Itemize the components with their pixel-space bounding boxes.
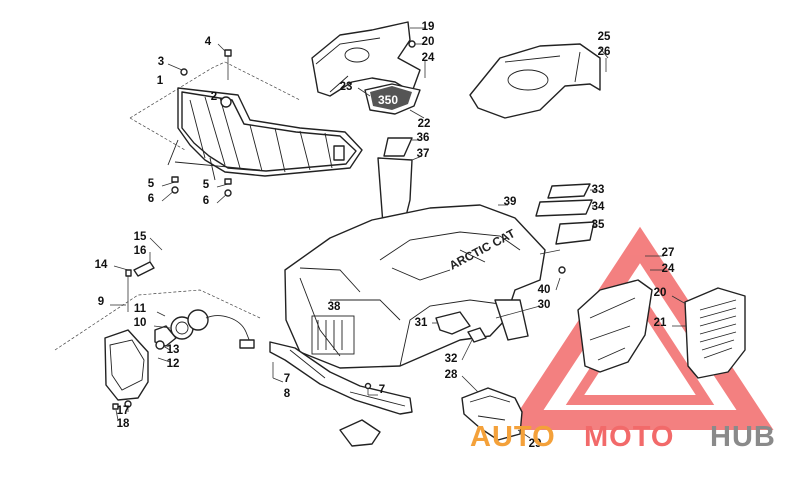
part-label: 9 — [98, 296, 104, 308]
part-label: 15 — [134, 231, 147, 243]
decal-350: 350 — [364, 83, 421, 115]
watermark-part1: AUTO — [470, 421, 556, 453]
part-label: 33 — [592, 184, 605, 196]
decal-text: 350 — [378, 93, 398, 107]
part-label: 25 — [598, 31, 611, 43]
part-label: 20 — [422, 36, 435, 48]
part-label: 24 — [422, 52, 435, 64]
part-label: 22 — [418, 118, 431, 130]
part-label: 39 — [504, 196, 517, 208]
part-label: 37 — [417, 148, 430, 160]
headlight-assembly — [54, 289, 261, 401]
watermark-part2: MOTO — [584, 421, 674, 453]
part-label: 2 — [211, 91, 217, 103]
part-label: 24 — [662, 263, 675, 275]
rack-assembly — [129, 61, 363, 181]
part-label: 30 — [538, 299, 551, 311]
front-hood-part: ARCTIC CAT — [284, 204, 546, 369]
part-label: 23 — [340, 81, 353, 93]
part-label: 35 — [592, 219, 605, 231]
part-label: 28 — [445, 369, 458, 381]
part-label: 34 — [592, 201, 605, 213]
part-label: 12 — [167, 358, 180, 370]
part-label: 7 — [284, 373, 290, 385]
vent-cover-part — [684, 287, 746, 379]
part-label: 13 — [167, 344, 180, 356]
part-label: 7 — [379, 384, 385, 396]
part-label: 19 — [422, 21, 435, 33]
part-label: 14 — [95, 259, 108, 271]
rear-cover-part — [469, 43, 601, 119]
part-label: 32 — [445, 353, 458, 365]
part-label: 8 — [284, 388, 291, 400]
part-label: 17 — [117, 405, 130, 417]
side-panel-part — [577, 279, 653, 373]
watermark-text: AUTO MOTO HUB — [470, 421, 776, 453]
part-label: 36 — [417, 132, 430, 144]
skid-plate-part — [461, 387, 523, 441]
part-label: 20 — [654, 287, 667, 299]
part-label: 6 — [203, 195, 209, 207]
part-label: 3 — [158, 56, 164, 68]
part-label: 10 — [134, 317, 147, 329]
part-label: 16 — [134, 245, 147, 257]
part-label: 21 — [654, 317, 667, 329]
part-label: 6 — [148, 193, 154, 205]
part-label: 29 — [529, 438, 542, 450]
part-label: 27 — [662, 247, 675, 259]
part-label: 11 — [134, 303, 147, 315]
part-label: 26 — [598, 46, 611, 58]
bumper-part — [269, 341, 413, 415]
part-label: 1 — [157, 75, 164, 87]
part-label: 5 — [203, 179, 210, 191]
part-label: 4 — [205, 36, 212, 48]
watermark-part3: HUB — [710, 421, 776, 453]
top-cover-part — [311, 21, 421, 97]
part-label: 31 — [415, 317, 428, 329]
part-label: 40 — [538, 284, 551, 296]
part-label: 38 — [328, 301, 341, 313]
part-label: 18 — [117, 418, 130, 430]
part-label: 5 — [148, 178, 155, 190]
